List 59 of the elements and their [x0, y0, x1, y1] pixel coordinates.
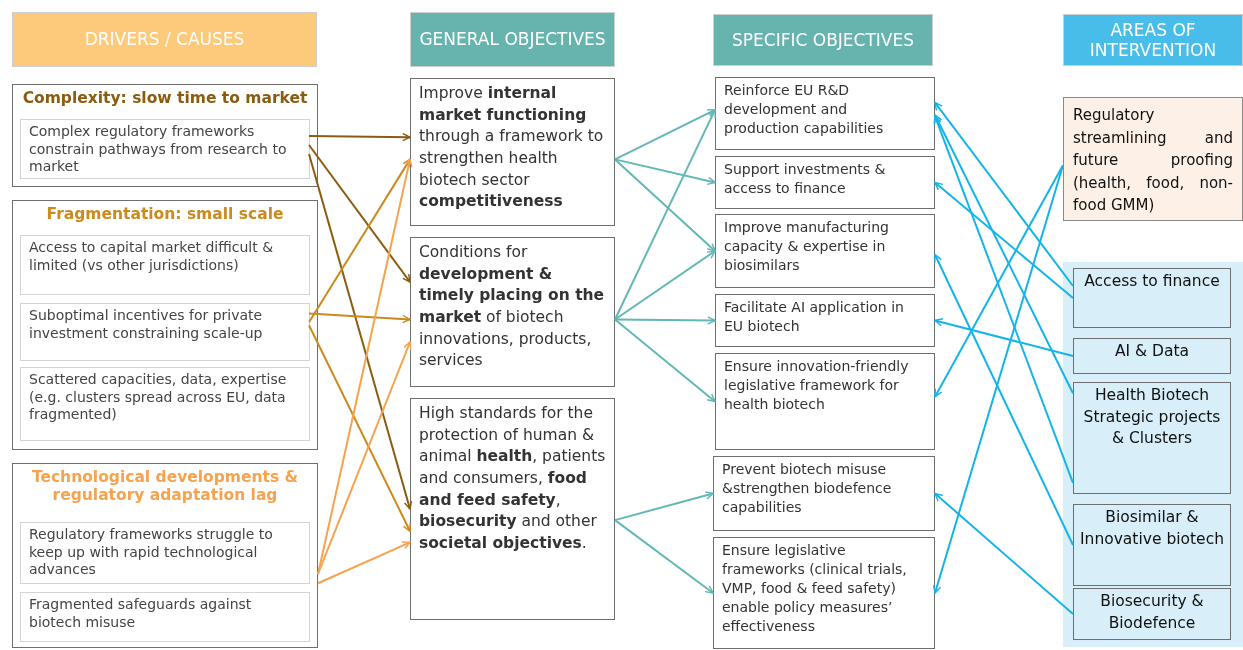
arrow — [308, 153, 413, 510]
cause-box: Fragmented safeguards against biotech misuse — [20, 592, 310, 642]
arrow — [308, 324, 411, 533]
objective-box: Conditions for development & timely placing on the market of biotech innovations, products, services — [410, 237, 615, 387]
arrow — [614, 318, 716, 403]
intervention-box: Access to finance — [1073, 268, 1231, 328]
arrow — [614, 108, 716, 321]
objective-box: Improve internal market functioning through a framework to strengthen health biotech sector competitiveness — [410, 78, 615, 226]
intervention-box: AI & Data — [1073, 338, 1231, 374]
arrow — [614, 158, 716, 252]
arrow — [317, 158, 413, 575]
arrow — [317, 341, 412, 575]
arrow — [934, 113, 1074, 395]
arrow — [934, 101, 1074, 287]
arrow — [614, 158, 716, 186]
arrow — [614, 108, 716, 161]
category-box — [12, 200, 318, 450]
arrow — [614, 316, 716, 325]
cause-box: Complex regulatory frameworks constrain pathways from research to market — [20, 119, 310, 179]
category-box — [12, 84, 318, 187]
objective-box: Facilitate AI application in EU biotech — [715, 294, 935, 347]
objective-box: High standards for the protection of human & animal health, patients and consumers, food and feed safety, biosecurity and other societal objectives. — [410, 398, 615, 620]
intervention-box: Regulatory streamlining and future proofing (health, food, non-food GMM) — [1063, 97, 1243, 221]
objective-box: Ensure innovation-friendly legislative framework for health biotech — [715, 353, 935, 450]
objective-box: Improve manufacturing capacity & expertise in biosimilars — [715, 214, 935, 288]
objective-box: Support investments & access to finance — [715, 156, 935, 209]
arrow — [934, 492, 1074, 615]
category-box — [12, 463, 318, 648]
column-header: GENERAL OBJECTIVES — [410, 12, 615, 67]
arrow — [614, 519, 714, 594]
cause-box: Access to capital market difficult & limited (vs other jurisdictions) — [20, 235, 310, 295]
category-heading: Complexity: slow time to market — [21, 88, 309, 107]
arrow — [317, 541, 411, 585]
column-header: DRIVERS / CAUSES — [12, 12, 317, 67]
arrow — [308, 312, 411, 324]
intervention-box: Biosimilar & Innovative biotech — [1073, 504, 1231, 586]
arrow — [934, 181, 1074, 299]
arrow — [308, 158, 411, 324]
column-header: AREAS OF INTERVENTION — [1063, 14, 1243, 66]
category-heading: Technological developments & regulatory adaptation lag — [30, 467, 300, 504]
cause-box: Scattered capacities, data, expertise (e.g. clusters spread across EU, data fragmented) — [20, 367, 310, 441]
column-header: SPECIFIC OBJECTIVES — [713, 14, 933, 66]
objective-box: Reinforce EU R&D development and production capabilities — [715, 77, 935, 150]
arrow — [614, 491, 714, 522]
objective-box: Ensure legislative frameworks (clinical trials, VMP, food & feed safety) enable policy measures’ effectiveness — [713, 537, 935, 649]
arrow — [614, 250, 716, 321]
cause-box: Suboptimal incentives for private investment constraining scale-up — [20, 303, 310, 361]
arrow — [308, 132, 411, 142]
intervention-box: Health Biotech Strategic projects & Clusters — [1073, 382, 1231, 494]
cause-box: Regulatory frameworks struggle to keep up with rapid technological advances — [20, 522, 310, 584]
arrow — [932, 164, 1064, 594]
arrow — [934, 253, 1074, 546]
objective-box: Prevent biotech misuse &strengthen biodefence capabilities — [713, 456, 935, 531]
arrow — [934, 318, 1074, 357]
intervention-box: Biosecurity & Biodefence — [1073, 588, 1231, 640]
arrow — [933, 115, 1074, 484]
arrow — [934, 164, 1064, 398]
arrow — [308, 144, 411, 283]
category-heading: Fragmentation: small scale — [45, 204, 285, 223]
